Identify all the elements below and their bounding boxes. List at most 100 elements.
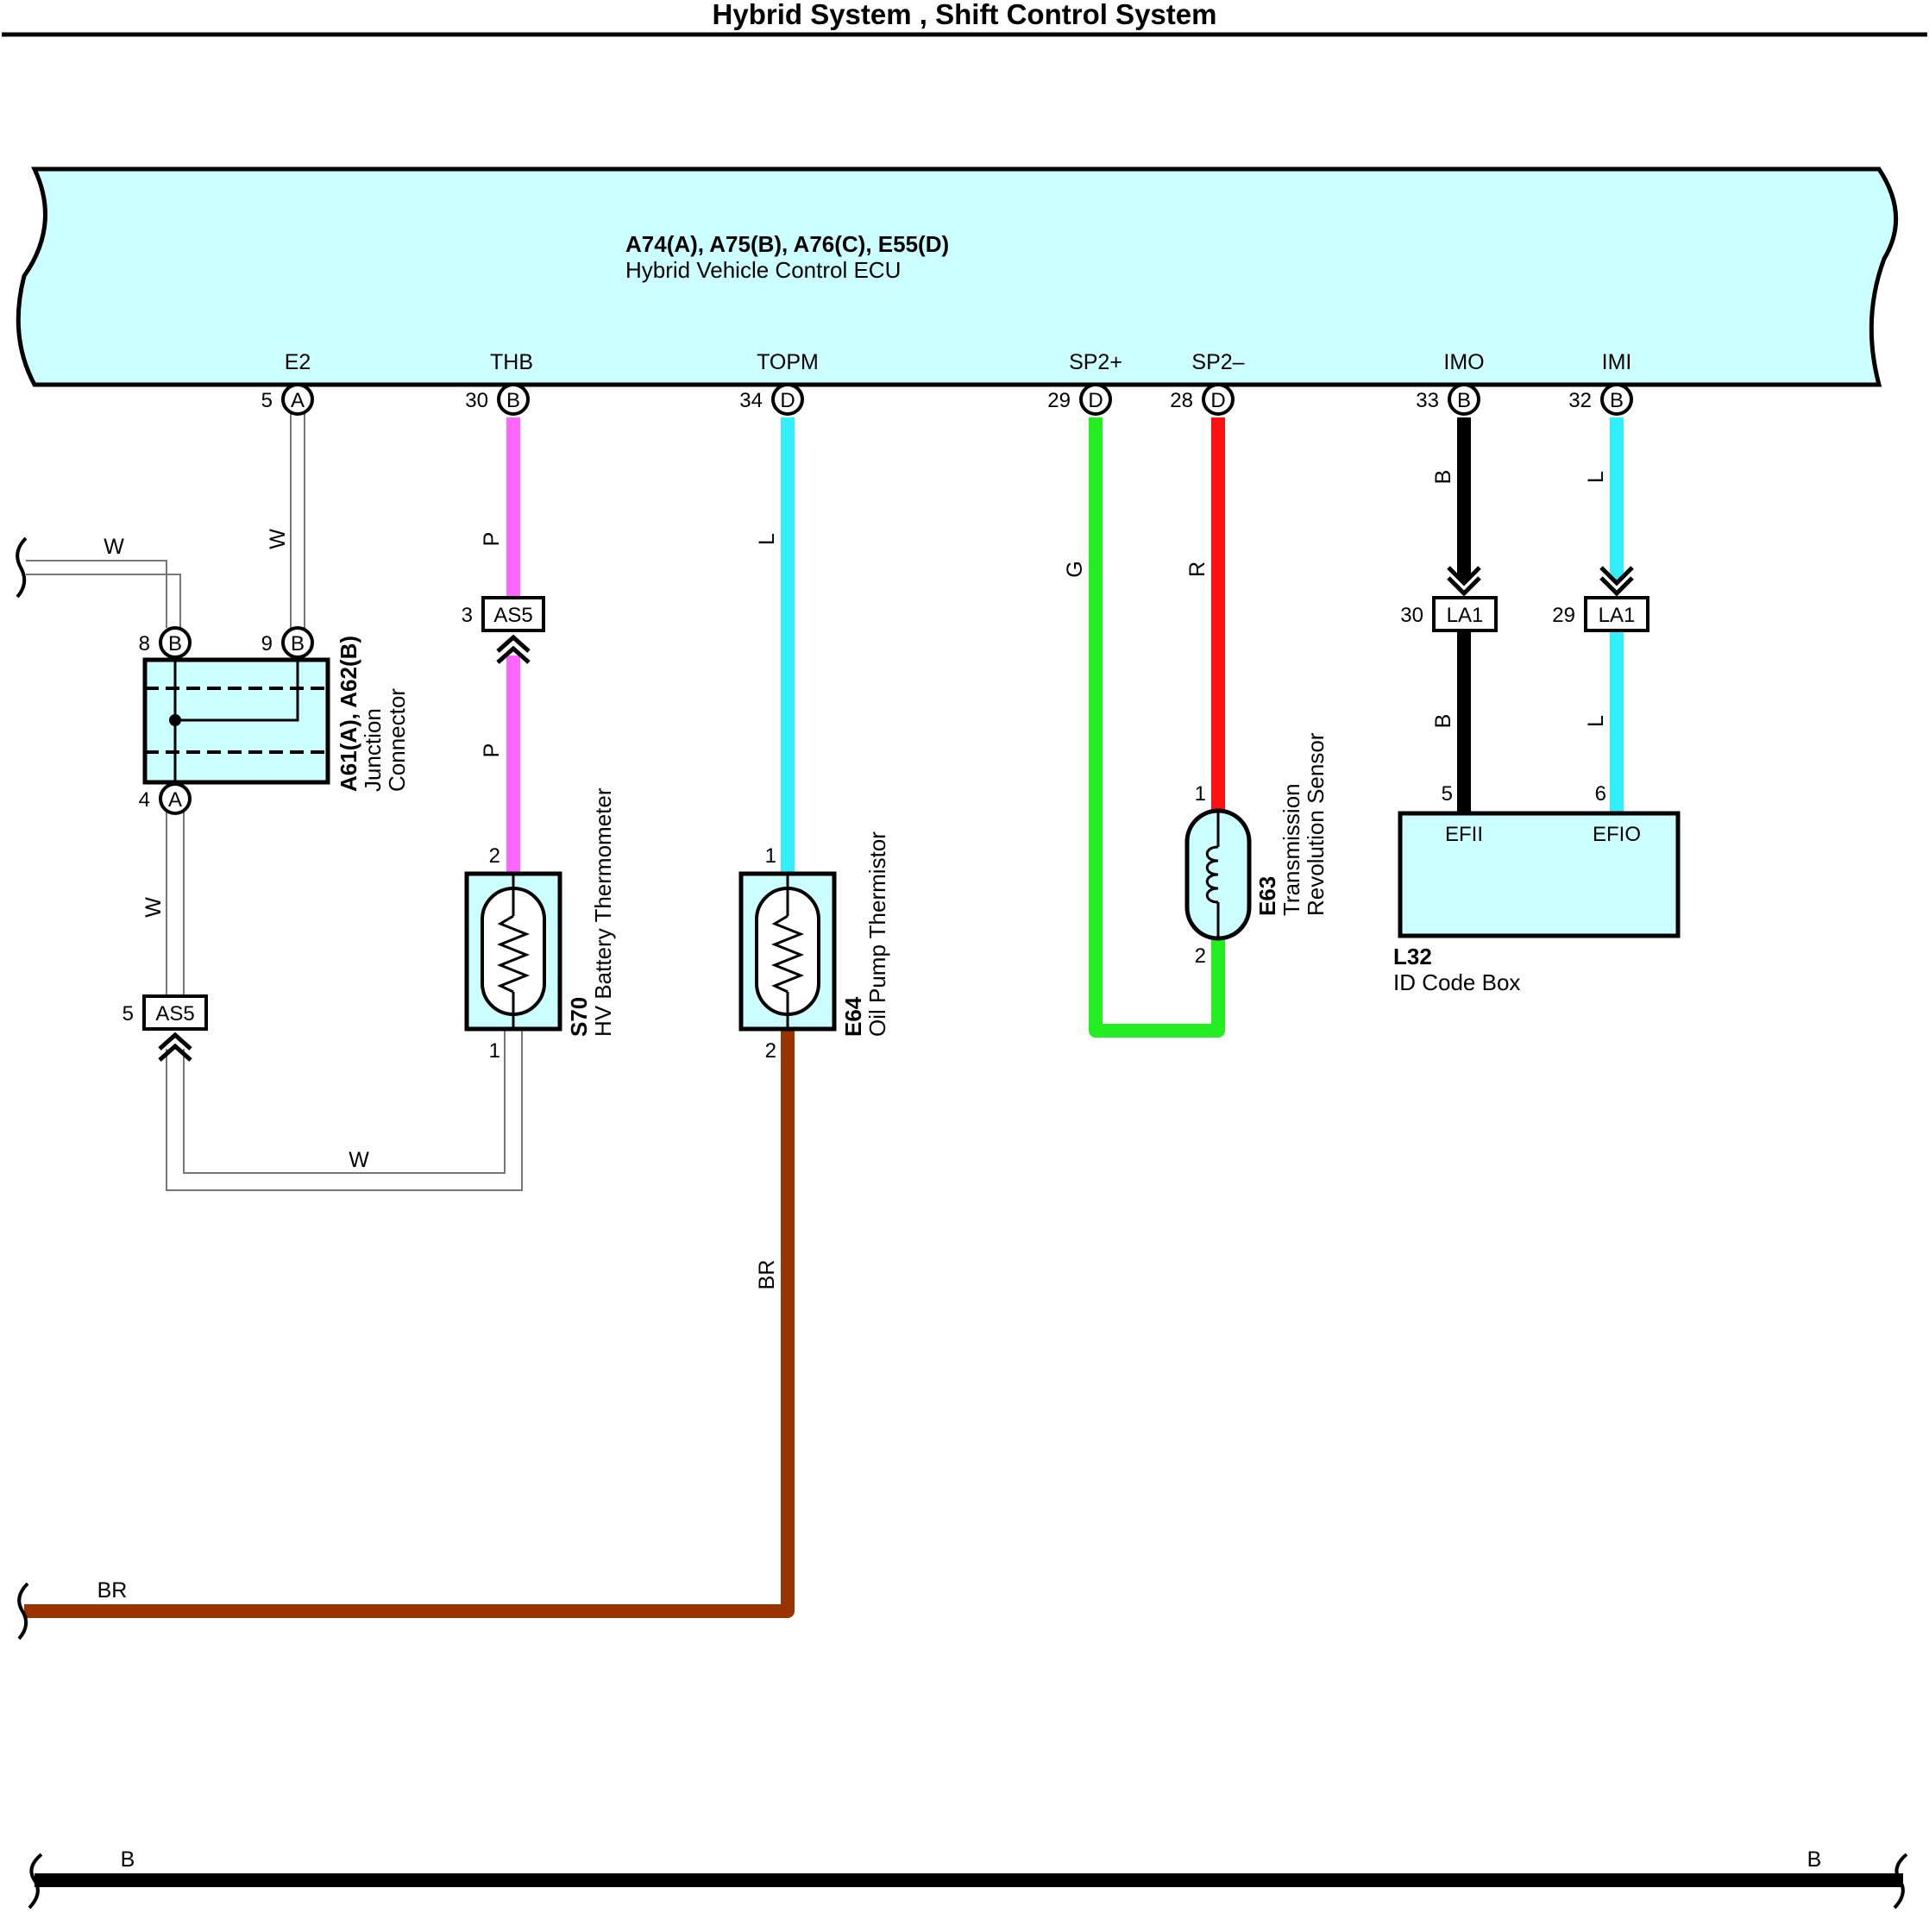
inline-connector-as5-upper: AS5 3 [462,596,545,664]
svg-text:LA1: LA1 [1599,604,1636,627]
e63-name1: Transmission [1279,783,1304,916]
ecu-terminal-imi-signal: IMI [1602,350,1632,374]
svg-text:W: W [349,1148,369,1172]
svg-text:2: 2 [765,1039,776,1063]
svg-text:B: B [1431,470,1455,485]
break-mark-w [16,536,28,599]
l32-code: L32 [1393,944,1432,969]
e64-name: Oil Pump Thermistor [864,831,890,1037]
e63-code: E63 [1254,876,1280,916]
junction-connector: B 8 B 9 A 4 A61(A), A62(B) Junction Conn… [139,626,410,815]
svg-text:W: W [104,535,124,559]
svg-text:P: P [480,743,504,758]
svg-text:B: B [1610,389,1624,412]
svg-text:B: B [1807,1847,1822,1872]
s70-code: S70 [566,997,592,1037]
wire-w-e2 [290,414,305,628]
svg-text:1: 1 [489,1039,500,1063]
wire-w-bottom [166,1031,523,1191]
svg-text:EFIO: EFIO [1593,823,1641,846]
svg-text:D: D [1210,389,1225,412]
s70-name: HV Battery Thermometer [590,787,616,1037]
l32-name: ID Code Box [1393,969,1520,995]
inline-connector-as5-lower: AS5 5 [123,994,208,1062]
svg-text:B: B [121,1847,135,1872]
svg-text:30: 30 [465,389,488,412]
svg-text:4: 4 [139,788,150,812]
break-mark-ground-right [1893,1853,1908,1910]
component-s70: 2 1 S70 HV Battery Thermometer [464,787,616,1063]
ecu-pins: A 5 B 30 D 34 D 29 D 28 B 33 B 32 [261,383,1633,416]
component-l32: EFII EFIO 5 6 L32 ID Code Box [1393,782,1681,995]
svg-text:8: 8 [139,632,150,656]
ecu-terminal-thb-signal: THB [490,350,533,374]
svg-text:AS5: AS5 [493,604,532,627]
junction-connector-name2: Connector [384,688,410,792]
ecu-terminal-topm-signal: TOPM [757,350,819,374]
svg-text:D: D [780,389,795,412]
ecu-terminal-imo-signal: IMO [1443,350,1484,374]
svg-text:B: B [1431,714,1455,729]
svg-text:L: L [1584,471,1608,483]
ecu-terminal-sp2plus-signal: SP2+ [1069,350,1122,374]
e63-name2: Revolution Sensor [1303,732,1329,916]
svg-text:3: 3 [462,604,473,627]
ecu-terminal-e2-signal: E2 [285,350,311,374]
svg-text:30: 30 [1400,604,1423,627]
svg-text:A: A [291,389,305,412]
wire-br [24,1031,795,1618]
svg-text:A: A [168,788,182,812]
svg-text:6: 6 [1595,782,1606,806]
svg-text:B: B [506,389,520,412]
ecu-body [16,166,1899,387]
svg-text:B: B [291,632,305,656]
break-mark-br [17,1582,29,1640]
component-e64: 1 2 E64 Oil Pump Thermistor [738,831,890,1063]
inline-connector-la1-right: LA1 29 [1552,566,1649,632]
svg-text:1: 1 [1195,782,1206,806]
svg-text:EFII: EFII [1445,823,1483,846]
svg-text:BR: BR [97,1578,128,1603]
ecu-terminal-sp2minus-signal: SP2– [1191,350,1244,374]
svg-text:33: 33 [1416,389,1439,412]
svg-text:B: B [1457,389,1471,412]
svg-text:LA1: LA1 [1447,604,1484,627]
svg-text:2: 2 [1195,944,1206,968]
wire-labels: W W W W P P L BR BR G R B B L L B B [97,470,1822,1872]
svg-text:AS5: AS5 [155,1002,194,1026]
svg-text:BR: BR [755,1260,779,1290]
coil-icon [1205,845,1219,904]
svg-text:5: 5 [1442,782,1453,806]
svg-text:D: D [1088,389,1103,412]
inline-connector-la1-left: LA1 30 [1400,566,1498,632]
junction-connector-name1: Junction [360,708,386,792]
wire-w-left [26,560,181,628]
wire-g-sp2plus [1089,417,1225,1038]
ecu-code: A74(A), A75(B), A76(C), E55(D) [625,231,949,257]
svg-text:P: P [480,532,504,547]
svg-text:1: 1 [765,844,776,868]
ecu-block: A74(A), A75(B), A76(C), E55(D) Hybrid Ve… [16,166,1899,387]
svg-text:28: 28 [1170,389,1193,412]
svg-text:W: W [266,529,290,549]
svg-text:5: 5 [261,389,273,412]
svg-text:L: L [1584,715,1608,727]
resistor-icon [770,914,805,994]
ecu-name: Hybrid Vehicle Control ECU [625,257,901,283]
svg-text:29: 29 [1047,389,1071,412]
svg-text:5: 5 [123,1002,134,1026]
break-mark-ground-left [28,1853,43,1910]
svg-text:G: G [1063,561,1087,577]
resistor-icon [496,914,531,994]
svg-text:L: L [755,533,779,545]
component-e63: 1 2 E63 Transmission Revolution Sensor [1184,732,1329,968]
svg-text:R: R [1185,561,1210,577]
svg-text:32: 32 [1568,389,1592,412]
page-title: Hybrid System , Shift Control System [713,0,1217,30]
wire-w-jc-down [166,811,185,999]
e64-code: E64 [840,996,866,1037]
svg-text:2: 2 [489,844,500,868]
svg-text:W: W [141,897,166,918]
svg-text:29: 29 [1552,604,1575,627]
